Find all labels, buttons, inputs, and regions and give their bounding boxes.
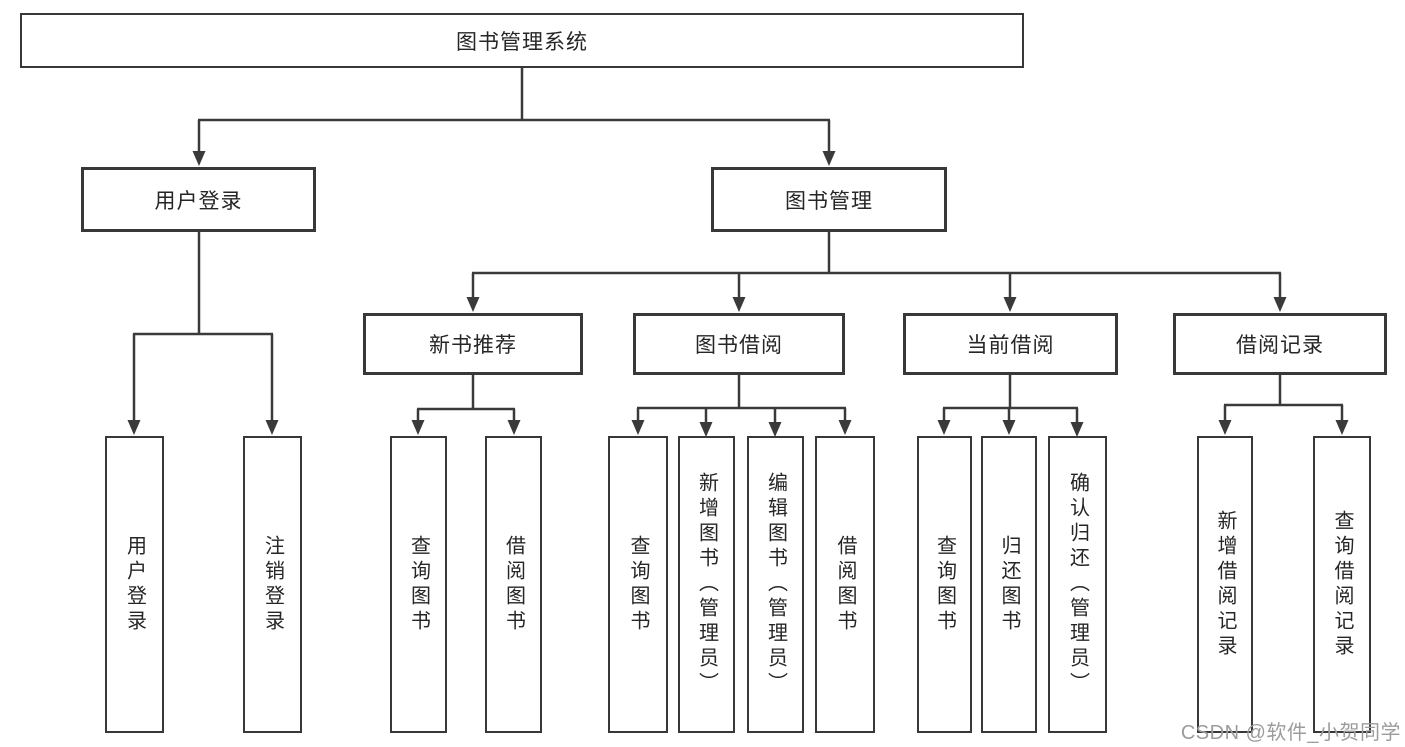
leaf-borrow-books-borrow: 借阅图书 bbox=[815, 436, 875, 733]
arrow-down-icon bbox=[1273, 297, 1287, 312]
node-label: 图书借阅 bbox=[695, 334, 783, 357]
node-label: 新增借阅记录 bbox=[1214, 509, 1236, 660]
node-label: 查询图书 bbox=[933, 534, 956, 635]
arrow-down-icon bbox=[411, 420, 425, 435]
node-user-login: 用户登录 bbox=[81, 167, 316, 232]
node-label: 借阅图书 bbox=[502, 534, 525, 635]
node-label: 查询图书 bbox=[407, 534, 430, 635]
arrow-down-icon bbox=[265, 420, 279, 435]
leaf-confirm-return-admin: 确认归还（管理员） bbox=[1048, 436, 1107, 733]
arrow-down-icon bbox=[699, 422, 713, 437]
node-label: 查询借阅记录 bbox=[1331, 509, 1353, 660]
arrow-down-icon bbox=[1002, 420, 1016, 435]
leaf-user-login: 用户登录 bbox=[105, 436, 164, 733]
node-label: 借阅图书 bbox=[834, 534, 856, 635]
leaf-add-borrow-record: 新增借阅记录 bbox=[1197, 436, 1253, 733]
watermark: CSDN @软件_小贺同学 bbox=[1180, 722, 1401, 744]
leaf-query-books-recommend: 查询图书 bbox=[390, 436, 447, 733]
leaf-query-books-borrow: 查询图书 bbox=[608, 436, 668, 733]
arrow-down-icon bbox=[507, 420, 521, 435]
node-book-borrowing: 图书借阅 bbox=[633, 313, 845, 375]
leaf-borrow-books-recommend: 借阅图书 bbox=[485, 436, 542, 733]
edge bbox=[1218, 375, 1349, 435]
node-book-management: 图书管理 bbox=[711, 167, 947, 232]
node-label: 归还图书 bbox=[998, 534, 1020, 635]
arrow-down-icon bbox=[732, 297, 746, 312]
node-label: 图书管理系统 bbox=[456, 30, 588, 54]
node-label: 用户登录 bbox=[123, 534, 146, 635]
edge bbox=[127, 232, 279, 435]
node-label: 用户登录 bbox=[154, 189, 243, 213]
leaf-query-books-current: 查询图书 bbox=[917, 436, 972, 733]
arrow-down-icon bbox=[1003, 297, 1017, 312]
arrow-down-icon bbox=[937, 420, 951, 435]
node-label: 注销登录 bbox=[261, 534, 284, 635]
arrow-down-icon bbox=[466, 297, 480, 312]
node-library-system: 图书管理系统 bbox=[20, 13, 1024, 68]
arrow-down-icon bbox=[1218, 420, 1232, 435]
arrow-down-icon bbox=[1335, 420, 1349, 435]
node-label: 编辑图书（管理员） bbox=[764, 472, 787, 697]
node-label: 当前借阅 bbox=[966, 334, 1055, 357]
leaf-add-book-admin: 新增图书（管理员） bbox=[678, 436, 735, 733]
leaf-query-borrow-record: 查询借阅记录 bbox=[1313, 436, 1371, 733]
arrow-down-icon bbox=[768, 422, 782, 437]
leaf-return-books: 归还图书 bbox=[981, 436, 1037, 733]
arrow-down-icon bbox=[822, 151, 836, 166]
node-label: 新增图书（管理员） bbox=[695, 472, 718, 697]
arrow-down-icon bbox=[127, 420, 141, 435]
edge bbox=[466, 232, 1287, 312]
arrow-down-icon bbox=[192, 151, 206, 166]
node-label: 查询图书 bbox=[627, 534, 649, 635]
node-current-borrowing: 当前借阅 bbox=[903, 313, 1118, 375]
edge bbox=[192, 68, 836, 166]
leaf-logout-login: 注销登录 bbox=[243, 436, 302, 733]
node-label: 确认归还（管理员） bbox=[1066, 472, 1089, 697]
arrow-down-icon bbox=[838, 420, 852, 435]
node-label: 借阅记录 bbox=[1236, 334, 1324, 357]
edge bbox=[937, 375, 1084, 437]
edge bbox=[411, 375, 521, 435]
node-label: 新书推荐 bbox=[429, 334, 517, 357]
node-new-book-recommendation: 新书推荐 bbox=[363, 313, 583, 375]
leaf-edit-book-admin: 编辑图书（管理员） bbox=[747, 436, 804, 733]
edge bbox=[631, 375, 852, 437]
arrow-down-icon bbox=[631, 420, 645, 435]
node-label: 图书管理 bbox=[785, 189, 873, 213]
arrow-down-icon bbox=[1070, 422, 1084, 437]
node-borrowing-records: 借阅记录 bbox=[1173, 313, 1387, 375]
